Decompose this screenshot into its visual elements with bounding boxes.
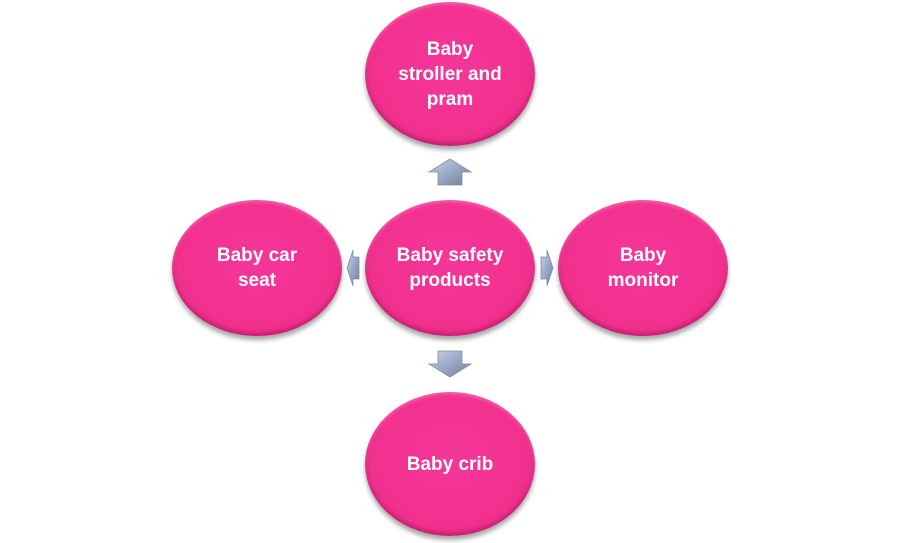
- arrow-left-icon: [346, 249, 360, 287]
- node-baby-crib: Baby crib: [365, 392, 535, 536]
- node-baby-safety-products: Baby safety products: [365, 200, 535, 336]
- node-label: Baby stroller and pram: [398, 38, 502, 110]
- arrow-down-icon: [428, 350, 472, 378]
- node-label: Baby monitor: [607, 245, 679, 291]
- node-baby-car-seat: Baby car seat: [172, 200, 342, 336]
- center-label: Baby safety products: [396, 245, 504, 291]
- arrow-up-icon: [428, 158, 472, 186]
- node-label: Baby car seat: [216, 245, 298, 291]
- node-baby-stroller-and-pram: Baby stroller and pram: [365, 2, 535, 146]
- node-baby-monitor: Baby monitor: [558, 200, 728, 336]
- node-label: Baby crib: [406, 453, 494, 475]
- arrow-right-icon: [540, 249, 554, 287]
